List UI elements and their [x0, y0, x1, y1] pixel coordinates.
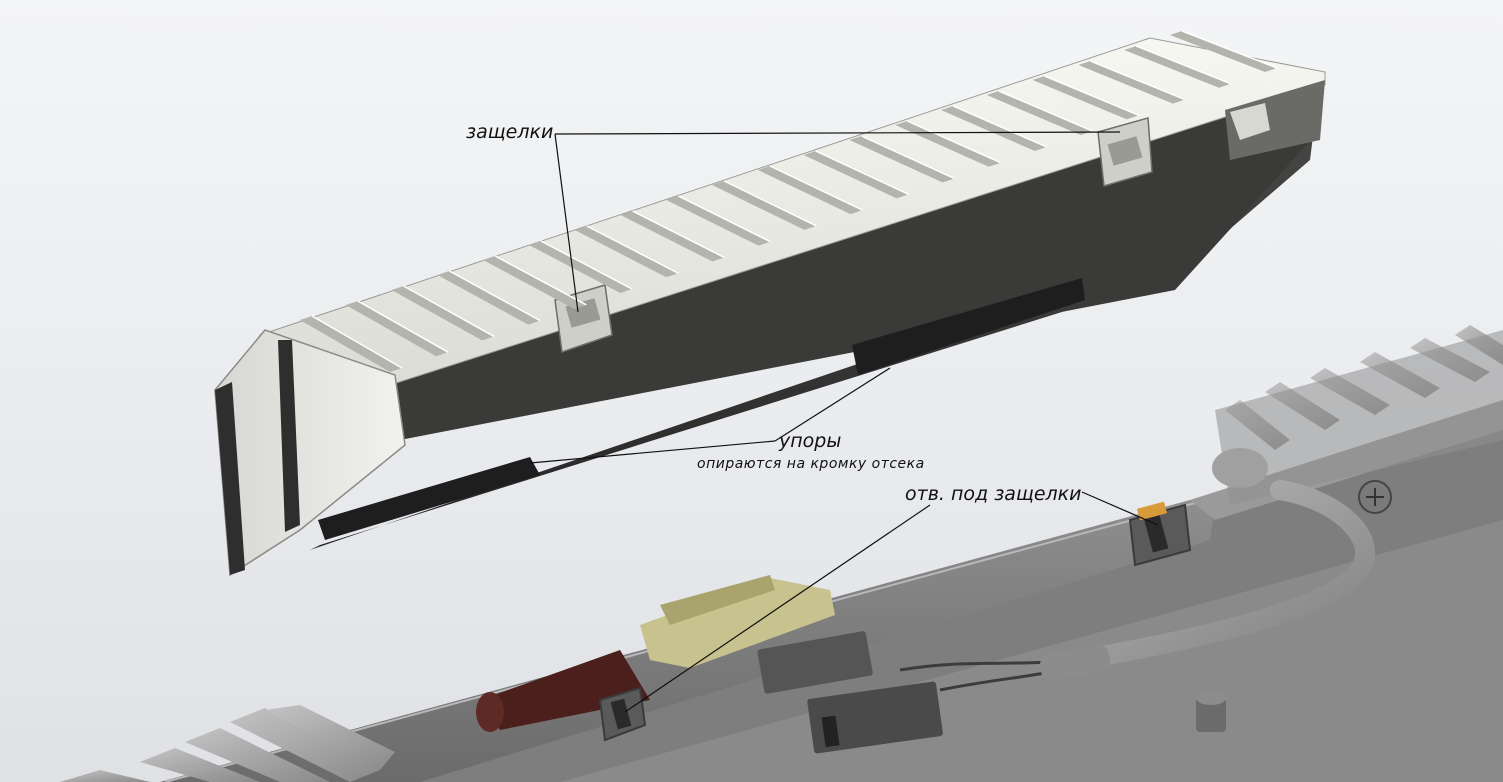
- cover-rib-highlight: [586, 225, 679, 274]
- cover-rib: [803, 151, 909, 199]
- fin-base: [1215, 330, 1503, 505]
- cover-rib: [757, 166, 863, 215]
- cover-rib-highlight: [540, 240, 633, 290]
- brown-component-end: [476, 692, 504, 732]
- cover-rib-highlight: [1044, 75, 1140, 117]
- cover-rib-highlight: [449, 270, 541, 322]
- cable: [1040, 480, 1376, 675]
- cover-end-shadow: [215, 382, 245, 575]
- cover-rib-highlight: [769, 165, 863, 211]
- cover-rib-highlight: [1090, 60, 1186, 101]
- cover-rib: [1032, 76, 1139, 120]
- cooling-fins-left: [60, 705, 395, 782]
- cover-rib-highlight: [403, 285, 495, 338]
- thin-wire-2: [939, 670, 1051, 692]
- cover-rib-highlight: [494, 255, 587, 306]
- cover-rib-highlight: [1135, 45, 1232, 85]
- cover-rib-highlight: [723, 180, 817, 227]
- cover-rib: [1170, 31, 1277, 72]
- latch-hole-right-slot: [1143, 513, 1169, 553]
- latch-hole-left-slot: [610, 698, 632, 730]
- cover-rib: [620, 211, 725, 262]
- cover-rib-highlight: [952, 105, 1048, 148]
- cable-sleeve: [1039, 644, 1111, 682]
- label-stops-note: опираются на кромку отсека: [697, 456, 925, 472]
- cover-rib: [849, 136, 955, 183]
- cover-rib-highlight: [357, 300, 449, 353]
- label-latches: защелки: [466, 121, 554, 143]
- cover-rib: [1078, 61, 1185, 104]
- fin: [230, 708, 380, 782]
- label-stops: упоры: [779, 430, 842, 452]
- cover-rib: [345, 301, 449, 357]
- orange-marker: [1136, 501, 1168, 521]
- cover-rib: [986, 91, 1093, 136]
- stop-bar-2: [318, 457, 540, 540]
- leader-stops-1: [529, 440, 776, 464]
- cover-rib-highlight: [815, 150, 909, 195]
- cover-rib: [437, 271, 541, 325]
- wire-block-1: [757, 631, 873, 694]
- fin: [140, 748, 260, 782]
- leader-latches-1: [554, 131, 1121, 135]
- fin: [265, 705, 395, 770]
- cover-rib: [941, 106, 1047, 151]
- leader-latches-2: [554, 133, 579, 313]
- leader-holes-1: [624, 504, 931, 713]
- cover-right-notch: [1230, 103, 1270, 140]
- cover-rib: [300, 316, 402, 372]
- cover-rib: [483, 256, 587, 309]
- cover: [214, 37, 1326, 577]
- yellow-component: [640, 578, 835, 668]
- cover-side-face: [390, 80, 1325, 440]
- fin: [185, 728, 330, 782]
- cover-rib: [712, 181, 817, 230]
- cover-rib-highlight: [632, 210, 725, 259]
- leader-holes-2: [1081, 491, 1159, 526]
- cover-rib: [574, 226, 679, 278]
- stop-bar-1: [852, 278, 1085, 375]
- standoff-post: [1196, 698, 1226, 732]
- cover-rib-highlight: [677, 195, 771, 243]
- cover-rib: [666, 196, 771, 246]
- cover-right-end: [1225, 80, 1325, 160]
- cover-rib-highlight: [861, 135, 955, 180]
- cover-rib: [528, 241, 633, 294]
- leader-lines: [529, 131, 1159, 713]
- label-latch-holes: отв. под защелки: [905, 483, 1082, 505]
- wire-block-slot: [821, 715, 840, 748]
- standoff-top: [1196, 691, 1226, 705]
- thin-wire: [899, 660, 1051, 672]
- leader-stops-2: [774, 367, 891, 442]
- cover-end-rib: [278, 340, 300, 532]
- wire-block-2: [807, 681, 943, 754]
- cooling-fins-right: [1215, 325, 1503, 505]
- inner-components: [476, 448, 1392, 754]
- cover-rib-highlight: [906, 120, 1001, 164]
- cover-rib: [391, 286, 495, 341]
- brown-component: [480, 650, 650, 730]
- cover-ribs: [300, 30, 1278, 372]
- fin: [60, 770, 150, 782]
- cover-rib-highlight: [1181, 30, 1278, 69]
- housing-floor-shade: [560, 520, 1503, 782]
- yellow-component-top: [660, 575, 775, 625]
- cover-rib: [1124, 46, 1231, 88]
- latch-right-tab: [1107, 136, 1143, 166]
- cover-rib-highlight: [998, 90, 1094, 132]
- cable-ring-terminal: [1212, 448, 1268, 488]
- cover-rib-highlight: [311, 315, 403, 369]
